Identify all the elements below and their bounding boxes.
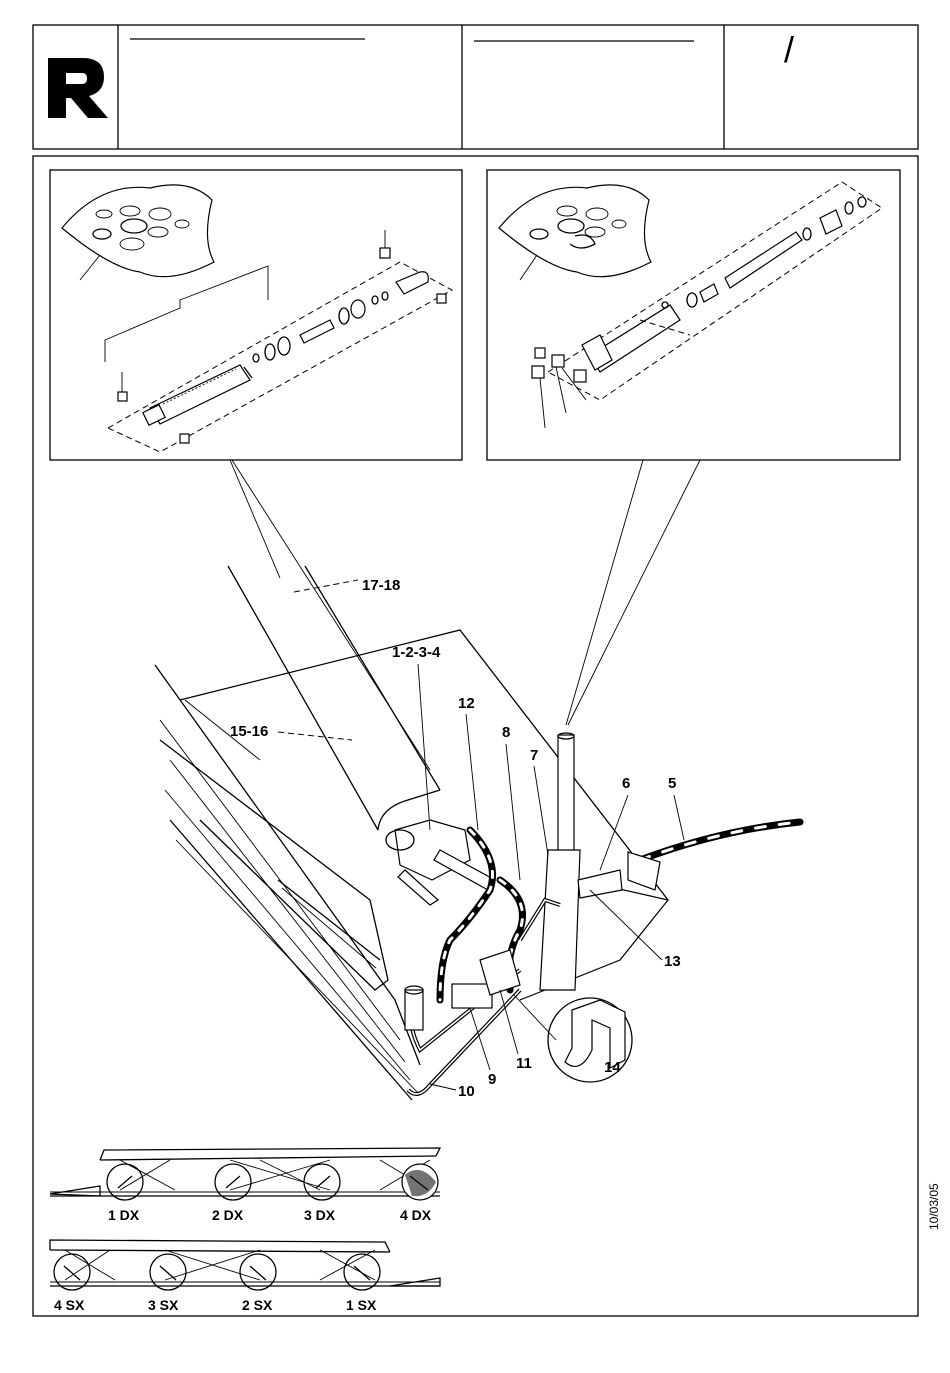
label-2sx: 2 SX — [242, 1297, 273, 1313]
callout-14: 14 — [604, 1059, 621, 1076]
position-circle-1sx — [344, 1254, 380, 1290]
seal-kit-bag-right — [499, 185, 651, 280]
brand-logo: R — [48, 58, 108, 118]
position-diagram-dx: 1 DX 2 DX 3 DX 4 DX — [50, 1148, 440, 1223]
position-circle-3dx — [304, 1164, 340, 1200]
callout-17-18: 17-18 — [362, 577, 400, 594]
lift-base-assembly — [155, 566, 800, 1100]
callout-11: 11 — [516, 1055, 532, 1072]
label-1dx: 1 DX — [108, 1207, 140, 1223]
label-3sx: 3 SX — [148, 1297, 179, 1313]
callout-9: 9 — [488, 1071, 496, 1088]
label-3dx: 3 DX — [304, 1207, 336, 1223]
main-frame — [33, 156, 918, 1316]
callout-13: 13 — [664, 953, 681, 970]
label-1sx: 1 SX — [346, 1297, 377, 1313]
date-stamp: 10/03/05 — [927, 1183, 941, 1230]
zoom-leader-lines — [230, 460, 700, 770]
callout-7: 7 — [530, 747, 538, 764]
label-4sx: 4 SX — [54, 1297, 85, 1313]
callout-6: 6 — [622, 775, 630, 792]
position-circle-4sx — [54, 1254, 90, 1290]
label-2dx: 2 DX — [212, 1207, 244, 1223]
callout-1-2-3-4: 1-2-3-4 — [392, 644, 441, 661]
callout-12: 12 — [458, 695, 475, 712]
position-diagram-sx: 4 SX 3 SX 2 SX 1 SX — [50, 1240, 440, 1313]
callout-10: 10 — [458, 1083, 475, 1100]
label-4dx: 4 DX — [400, 1207, 432, 1223]
callout-15-16: 15-16 — [230, 723, 268, 740]
position-circle-3sx — [150, 1254, 186, 1290]
callout-5: 5 — [668, 775, 676, 792]
detail-cylinder-right — [487, 170, 900, 460]
callout-8: 8 — [502, 724, 510, 741]
position-circle-2sx — [240, 1254, 276, 1290]
seal-kit-bag-left — [62, 185, 214, 280]
revision-slash: / — [784, 29, 794, 70]
detail-cylinder-left — [50, 170, 462, 460]
title-block: R / — [33, 25, 918, 149]
